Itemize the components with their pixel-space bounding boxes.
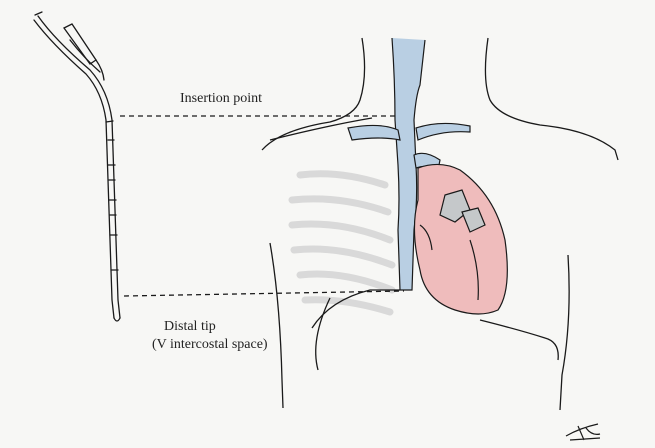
distal-tip-label: Distal tip — [164, 318, 216, 335]
catheter-illustration — [34, 12, 120, 321]
distal-tip-detail-label: (V intercostal space) — [152, 336, 268, 353]
insertion-point-label: Insertion point — [180, 90, 262, 107]
artist-signature — [566, 424, 600, 440]
distal-tip-guide-line — [124, 291, 404, 296]
heart-illustration — [414, 164, 507, 314]
